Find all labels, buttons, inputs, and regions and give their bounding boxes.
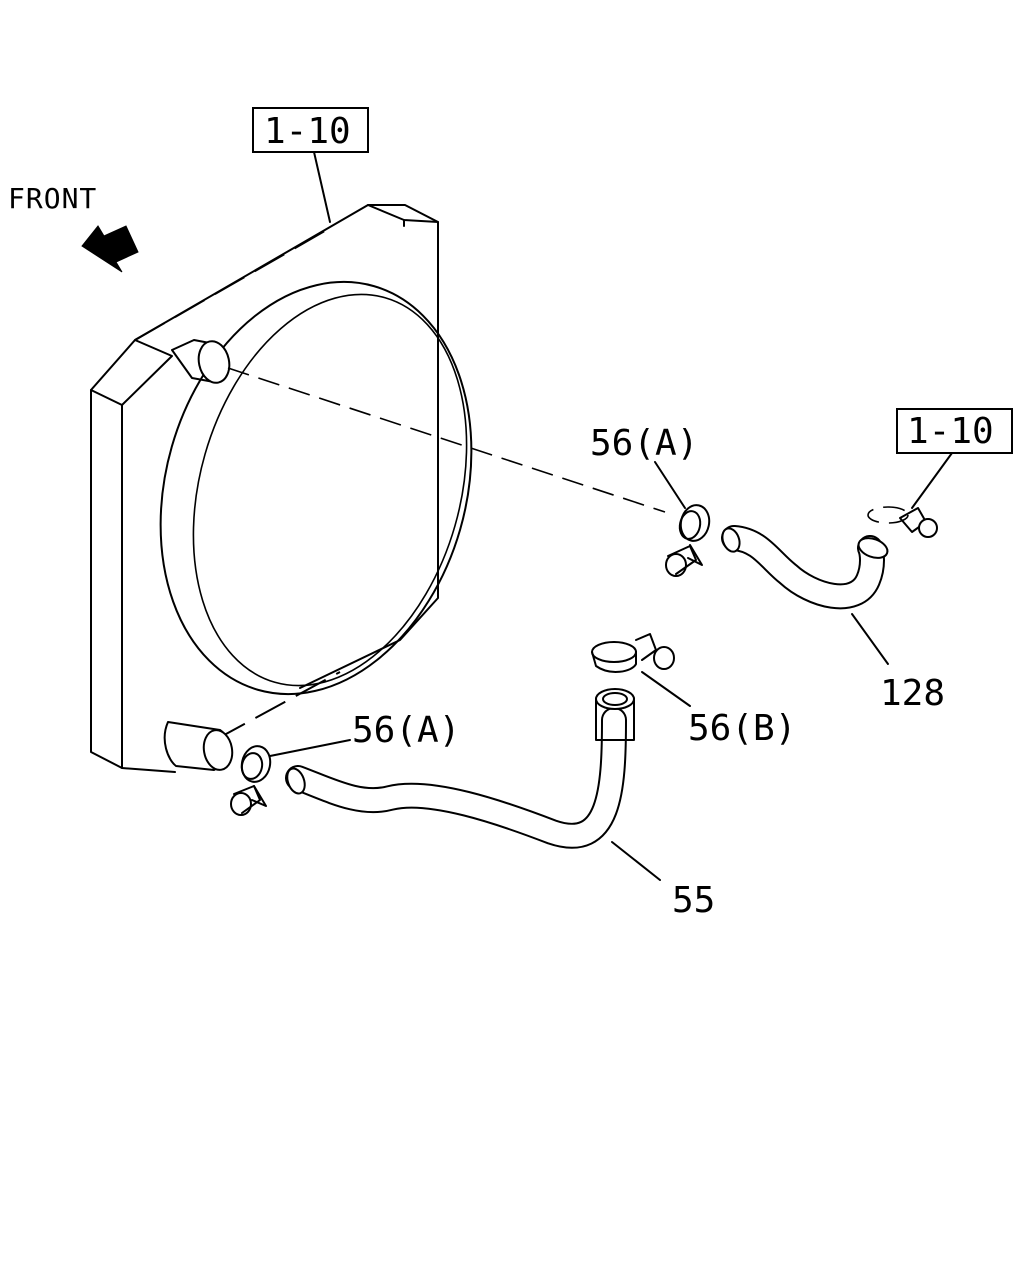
ref-callout-right: 1-10 bbox=[867, 408, 1013, 538]
clamp-lower-label: 56(A) bbox=[352, 710, 460, 751]
clamp-upper-56a: 56(A) bbox=[590, 423, 711, 577]
lower-hose-55: 55 bbox=[285, 688, 715, 921]
clamp-56b: 56(B) bbox=[591, 633, 796, 749]
upper-hose-label: 128 bbox=[880, 673, 945, 714]
lower-hose-label: 55 bbox=[672, 880, 715, 921]
ref-right-label: 1-10 bbox=[907, 411, 994, 452]
radiator-shroud bbox=[90, 204, 473, 773]
clamp-b-label: 56(B) bbox=[688, 708, 796, 749]
ref-top-label: 1-10 bbox=[264, 111, 351, 152]
upper-hose-128: 128 bbox=[721, 525, 945, 714]
clamp-lower-56a: 56(A) bbox=[230, 710, 460, 816]
front-indicator: FRONT bbox=[8, 182, 139, 273]
front-label: FRONT bbox=[8, 182, 97, 215]
ref-callout-top: 1-10 bbox=[252, 107, 369, 223]
clamp-upper-label: 56(A) bbox=[590, 423, 698, 464]
front-arrow-icon bbox=[81, 225, 139, 273]
